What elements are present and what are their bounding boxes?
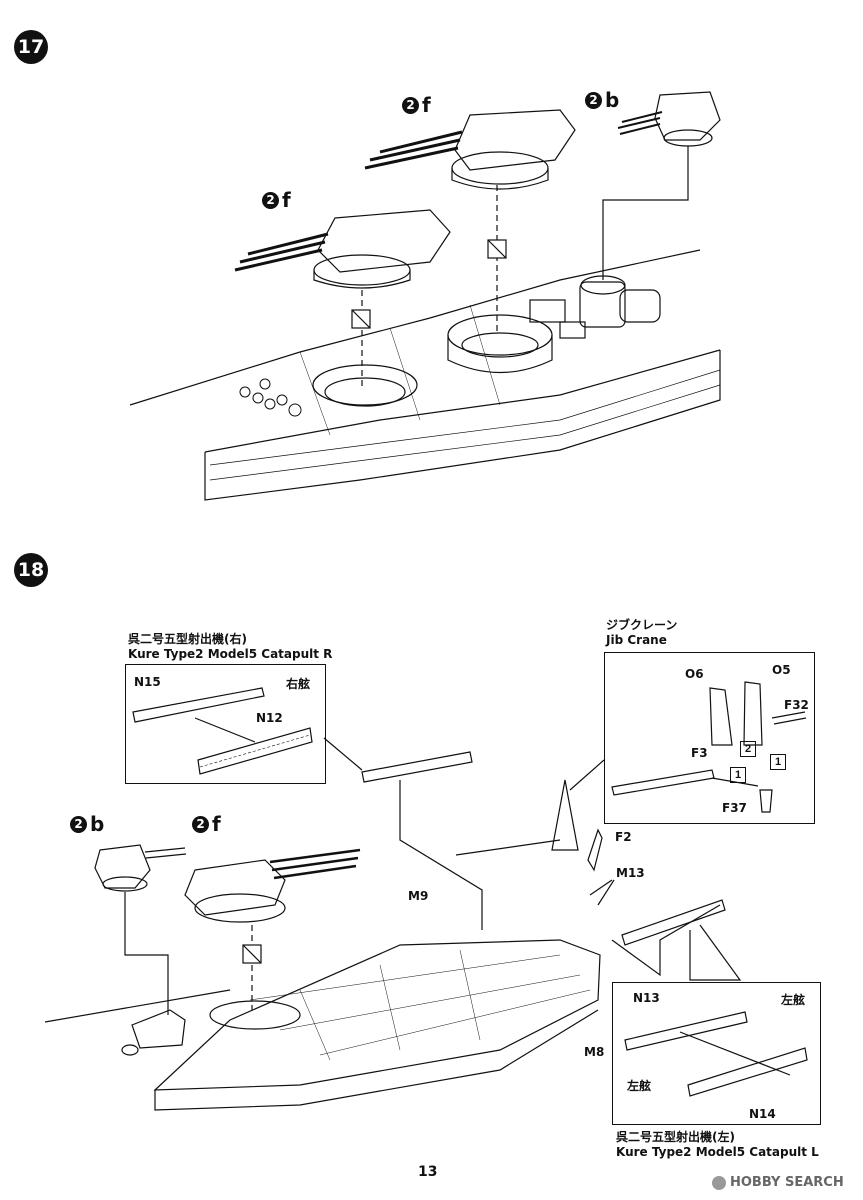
sprue-number-icon: 2 [70, 815, 87, 833]
starboard-label: 右舷 [286, 677, 311, 691]
order-number-2: 2 [740, 741, 756, 757]
catapult-r-detail-box: N15 右舷 N12 [125, 664, 326, 784]
catapult-l-detail-box: N13 左舷 左舷 N14 [612, 982, 821, 1125]
part-label-n13: N13 [633, 991, 660, 1005]
step17-ref-2f-upper: 2 f [402, 93, 431, 117]
part-label-f32: F32 [784, 698, 809, 712]
jib-crane-detail-box: O6 O5 F32 F3 F37 2 1 1 [604, 652, 815, 824]
part-label-n12: N12 [256, 711, 283, 725]
jib-crane-title: ジブクレーン Jib Crane [606, 618, 678, 647]
page-number: 13 [418, 1164, 438, 1180]
sprue-number-icon: 2 [192, 815, 209, 833]
part-label-m8: M8 [584, 1045, 605, 1059]
step-18-badge: 18 [14, 553, 48, 587]
sprue-number-icon: 2 [585, 91, 602, 109]
sprue-number-icon: 2 [402, 96, 419, 114]
order-number-1b: 1 [770, 754, 786, 770]
port-label: 左舷 [781, 993, 806, 1007]
part-label-f37: F37 [722, 801, 747, 815]
part-label-o5: O5 [772, 663, 791, 677]
sprue-number-icon: 2 [262, 191, 279, 209]
part-label-m9: M9 [408, 889, 429, 903]
order-number-1a: 1 [730, 767, 746, 783]
part-label-m13: M13 [616, 866, 645, 880]
part-label-f2: F2 [615, 830, 632, 844]
part-label-n15: N15 [134, 675, 161, 689]
part-label-f3: F3 [691, 746, 708, 760]
step18-ref-2b: 2 b [70, 812, 104, 836]
step17-ref-2f-lower: 2 f [262, 188, 291, 212]
watermark: HOBBY SEARCH [712, 1175, 844, 1190]
watermark-logo-icon [712, 1175, 726, 1190]
step18-ref-2f: 2 f [192, 812, 221, 836]
port-label-2: 左舷 [627, 1079, 652, 1093]
catapult-l-title: 呉二号五型射出機(左) Kure Type2 Model5 Catapult L [616, 1130, 819, 1159]
step-17-badge: 17 [14, 30, 48, 64]
part-label-o6: O6 [685, 667, 704, 681]
step17-ref-2b: 2 b [585, 88, 619, 112]
part-label-n14: N14 [749, 1107, 776, 1121]
catapult-r-title: 呉二号五型射出機(右) Kure Type2 Model5 Catapult R [128, 632, 333, 661]
